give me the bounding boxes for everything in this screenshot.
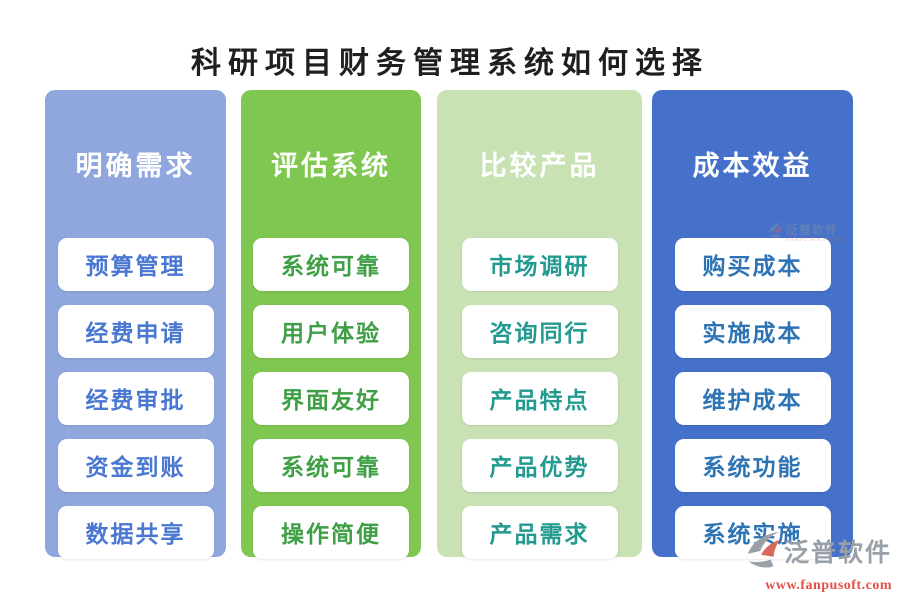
item-card: 实施成本	[674, 304, 831, 358]
item-card: 产品优势	[461, 438, 618, 492]
item-card: 购买成本	[674, 237, 831, 291]
column-items: 市场调研 咨询同行 产品特点 产品优势 产品需求	[437, 237, 642, 559]
column-cost-benefit: 成本效益 购买成本 实施成本 维护成本 系统功能 系统实施	[652, 90, 853, 559]
item-card: 预算管理	[57, 237, 214, 291]
fanpu-logo-icon	[745, 531, 783, 576]
item-card: 经费申请	[57, 304, 214, 358]
item-card: 操作简便	[253, 505, 409, 559]
column-header: 评估系统	[271, 151, 391, 182]
column-header: 明确需求	[75, 151, 196, 182]
item-card: 资金到账	[57, 438, 214, 492]
brand-logo-text: 泛普软件	[783, 540, 892, 567]
brand-website-link[interactable]: www.fanpusoft.com	[765, 578, 892, 593]
item-card: 经费审批	[57, 371, 214, 425]
item-card: 咨询同行	[461, 304, 618, 358]
column-evaluate-system: 评估系统 系统可靠 用户体验 界面友好 系统可靠 操作简便	[241, 90, 421, 559]
item-card: 市场调研	[461, 237, 618, 291]
item-card: 数据共享	[57, 505, 214, 559]
item-card: 产品特点	[461, 371, 618, 425]
page-title: 科研项目财务管理系统如何选择	[191, 47, 709, 81]
column-header: 成本效益	[692, 151, 813, 182]
column-header: 比较产品	[479, 151, 600, 182]
column-items: 系统可靠 用户体验 界面友好 系统可靠 操作简便	[241, 237, 421, 559]
item-card: 维护成本	[674, 371, 831, 425]
column-clarify-requirements: 明确需求 预算管理 经费申请 经费审批 资金到账 数据共享	[45, 90, 226, 559]
column-items: 预算管理 经费申请 经费审批 资金到账 数据共享	[45, 237, 226, 559]
column-compare-products: 比较产品 市场调研 咨询同行 产品特点 产品优势 产品需求	[437, 90, 642, 559]
brand-block: 泛普软件 www.fanpusoft.com	[745, 531, 892, 594]
column-items: 购买成本 实施成本 维护成本 系统功能 系统实施	[652, 237, 853, 559]
item-card: 界面友好	[253, 371, 409, 425]
item-card: 系统功能	[674, 438, 831, 492]
item-card: 产品需求	[461, 505, 618, 559]
item-card: 系统可靠	[253, 237, 409, 291]
item-card: 用户体验	[253, 304, 409, 358]
item-card: 系统可靠	[253, 438, 409, 492]
